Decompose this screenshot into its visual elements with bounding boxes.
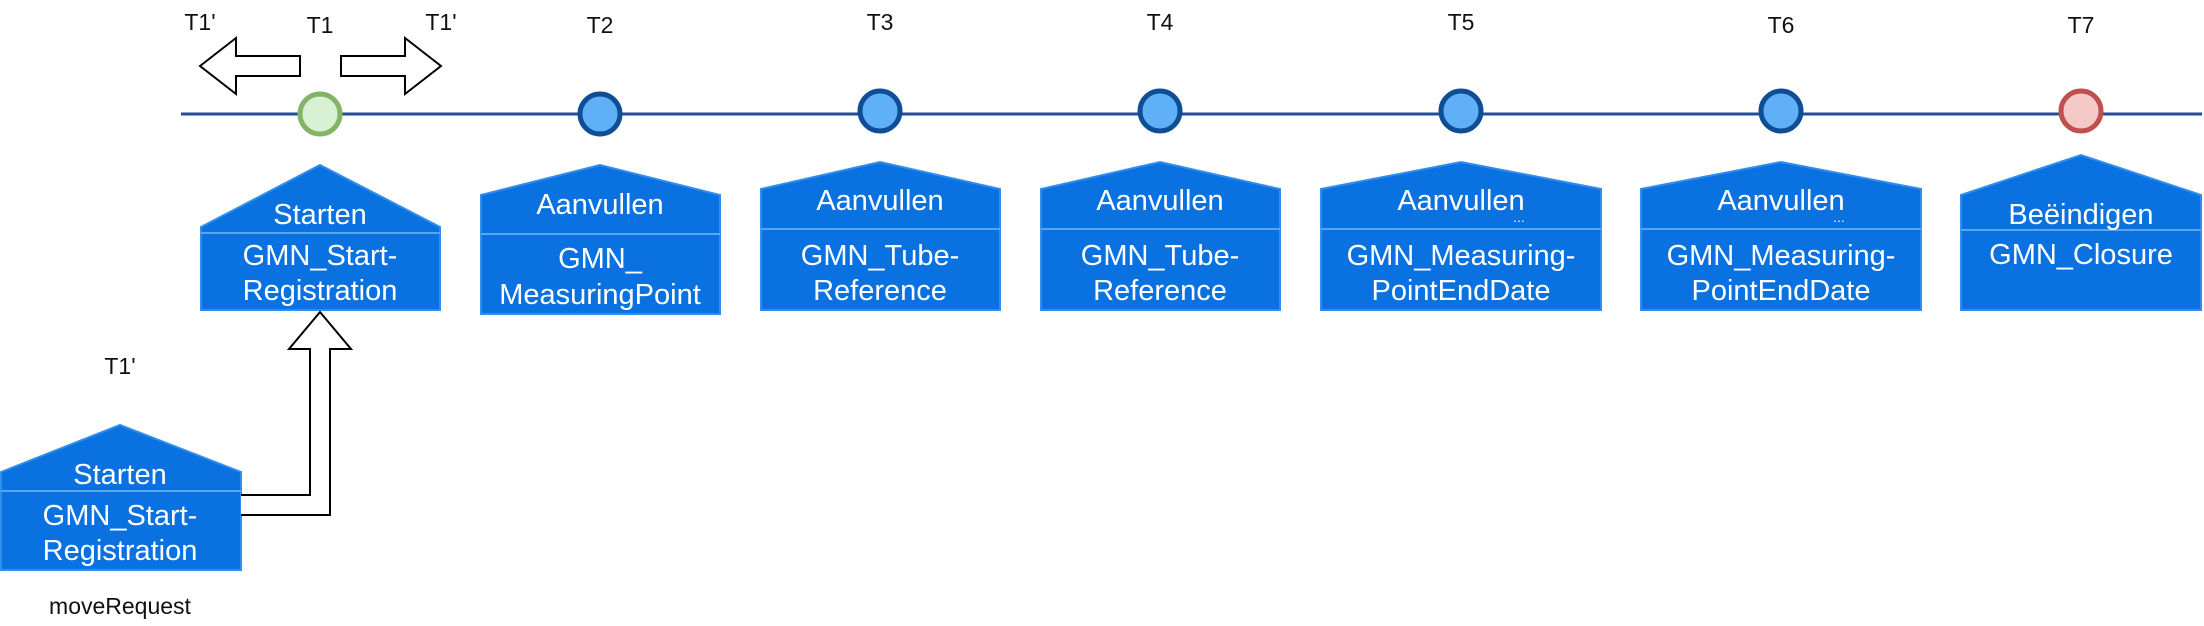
label-t1-forward: T1' — [425, 9, 456, 35]
box-t1-line2: Registration — [243, 275, 398, 307]
side-label: T1' — [104, 353, 135, 379]
box-t7-title: Beëindigen — [2008, 199, 2153, 231]
timeline-node-t7 — [2058, 88, 2104, 134]
label-t1: T1 — [307, 12, 334, 38]
box-t3: Aanvullen GMN_Tube- Reference — [760, 160, 1001, 311]
timeline-node-t1 — [297, 91, 343, 137]
label-t2: T2 — [587, 12, 614, 38]
side-box-line1: GMN_Start- — [43, 500, 198, 532]
box-t5-line1: GMN_Measuring- — [1347, 240, 1576, 272]
box-t2: Aanvullen GMN_ MeasuringPoint — [480, 163, 721, 315]
box-t4-line2: Reference — [1093, 275, 1227, 307]
timeline-node-t2 — [577, 91, 623, 137]
timeline-node-t3 — [857, 88, 903, 134]
side-box-line2: Registration — [43, 535, 198, 567]
box-t7-line1: GMN_Closure — [1989, 239, 2173, 271]
box-t1: Starten GMN_Start- Registration — [200, 163, 441, 311]
label-t3: T3 — [867, 9, 894, 35]
box-t5-line2: PointEndDate — [1372, 275, 1551, 307]
side-box-title: Starten — [73, 459, 167, 491]
box-t4-line1: GMN_Tube- — [1081, 240, 1239, 272]
box-t2-line1: GMN_ — [558, 243, 643, 275]
box-t6-line1: GMN_Measuring- — [1667, 240, 1896, 272]
box-t7: Beëindigen GMN_Closure — [1960, 153, 2202, 311]
box-t2-title: Aanvullen — [536, 189, 663, 221]
label-t4: T4 — [1147, 9, 1174, 35]
box-t5: Aanvullen ... GMN_Measuring- PointEndDat… — [1320, 160, 1602, 311]
label-t6: T6 — [1768, 12, 1795, 38]
box-t6-dots: ... — [1833, 209, 1845, 225]
timeline-node-t6 — [1758, 88, 1804, 134]
box-t2-line2: MeasuringPoint — [499, 279, 701, 311]
box-t5-dots: ... — [1513, 209, 1525, 225]
label-t5: T5 — [1448, 9, 1475, 35]
side-box: Starten GMN_Start- Registration — [0, 423, 242, 571]
box-t4-title: Aanvullen — [1096, 185, 1223, 217]
timeline-node-t5 — [1438, 88, 1484, 134]
box-t3-line2: Reference — [813, 275, 947, 307]
arrow-right-icon — [340, 35, 443, 97]
box-t3-line1: GMN_Tube- — [801, 240, 959, 272]
box-t6: Aanvullen ... GMN_Measuring- PointEndDat… — [1640, 160, 1922, 311]
label-t7: T7 — [2068, 12, 2095, 38]
arrow-up-icon — [241, 310, 354, 516]
box-t1-title: Starten — [273, 199, 367, 231]
box-t4: Aanvullen GMN_Tube- Reference — [1040, 160, 1281, 311]
box-t6-line2: PointEndDate — [1692, 275, 1871, 307]
arrow-left-icon — [198, 35, 301, 97]
timeline-node-t4 — [1137, 88, 1183, 134]
box-t3-title: Aanvullen — [816, 185, 943, 217]
side-caption: moveRequest — [49, 593, 192, 619]
box-t5-title: Aanvullen — [1397, 185, 1524, 217]
box-t1-line1: GMN_Start- — [243, 240, 398, 272]
label-t1-back: T1' — [184, 9, 215, 35]
box-t6-title: Aanvullen — [1717, 185, 1844, 217]
